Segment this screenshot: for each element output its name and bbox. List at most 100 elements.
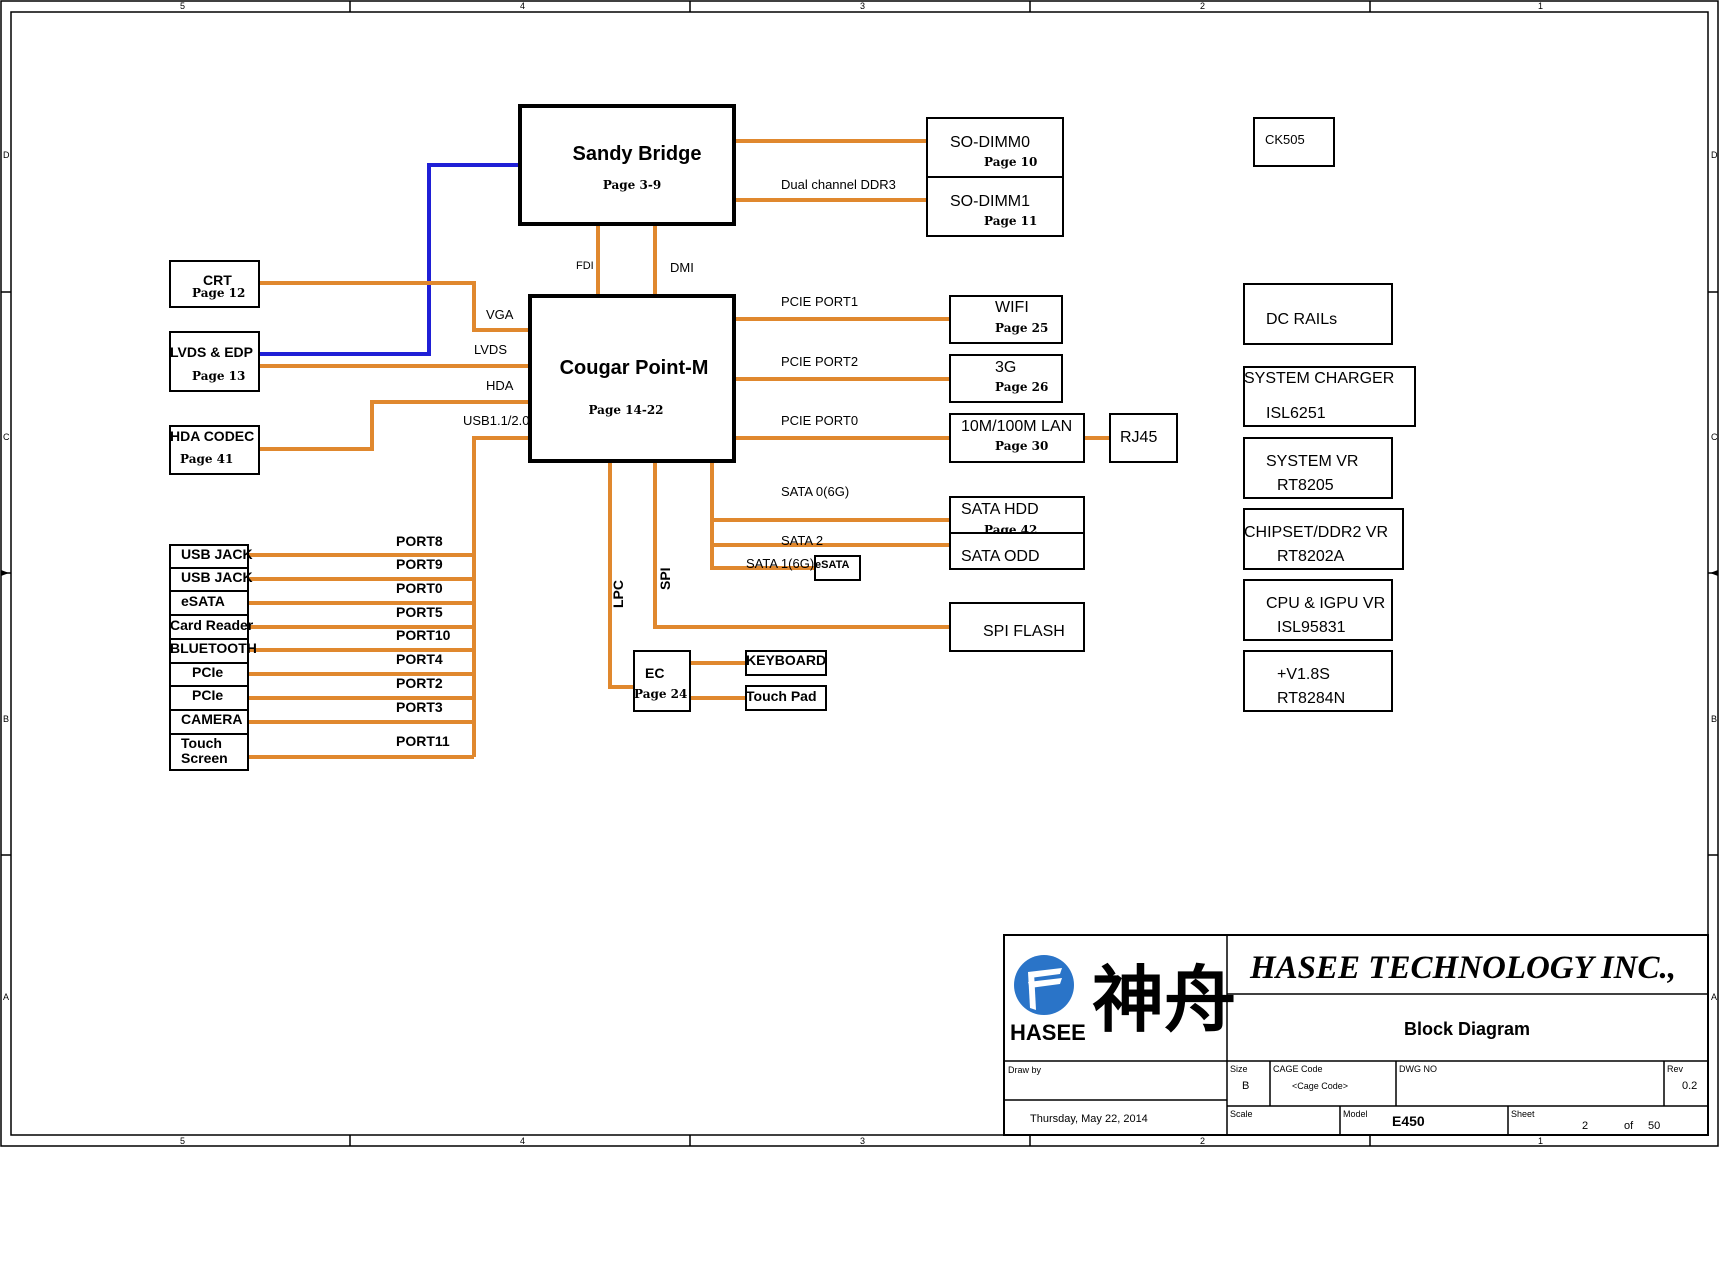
sata-hdd-name: SATA HDD <box>961 501 1039 518</box>
crt-page: Page 12 <box>192 286 245 300</box>
pcie-port1-label: PCIE PORT1 <box>781 294 858 309</box>
sheet-number: 2 <box>1582 1120 1588 1132</box>
size-label: Size <box>1230 1064 1248 1074</box>
row-marker-left: B <box>3 714 9 724</box>
row-marker-right: D <box>1711 150 1718 160</box>
ddr-label: Dual channel DDR3 <box>781 177 896 192</box>
row-marker-right: B <box>1711 714 1717 724</box>
wifi-page: Page 25 <box>995 321 1048 335</box>
sheet-total: 50 <box>1648 1120 1660 1132</box>
col-marker-bottom: 3 <box>860 1136 865 1146</box>
rj45-name: RJ45 <box>1120 429 1157 446</box>
ec-page: Page 24 <box>634 687 687 701</box>
usb-device-label: USB JACK <box>181 569 253 585</box>
row-marker-left: D <box>3 150 10 160</box>
3g-name: 3G <box>995 359 1016 376</box>
cpu-page: Page 3-9 <box>603 178 661 192</box>
sata0-label: SATA 0(6G) <box>781 484 849 499</box>
touchpad-name: Touch Pad <box>746 688 817 704</box>
spi-flash-name: SPI FLASH <box>983 623 1065 640</box>
cpu-name: Sandy Bridge <box>573 143 702 165</box>
usb-device-label: BLUETOOTH <box>170 640 257 656</box>
pcie-port2-label: PCIE PORT2 <box>781 354 858 369</box>
usb-label: USB1.1/2.0 <box>463 413 530 428</box>
hasee-logo: HASEE 神舟 <box>1010 955 1236 1045</box>
usb-device-label: CAMERA <box>181 711 242 727</box>
lvds-edp-name: LVDS & EDP <box>170 344 253 360</box>
crt-block: CRT Page 12 <box>169 260 260 308</box>
col-marker-bottom: 4 <box>520 1136 525 1146</box>
system-vr-block: SYSTEM VR RT8205 <box>1243 437 1393 499</box>
scale-label: Scale <box>1230 1109 1253 1119</box>
draw-by-label: Draw by <box>1008 1065 1042 1075</box>
col-marker-bottom: 2 <box>1200 1136 1205 1146</box>
usb-port-label: PORT4 <box>396 651 443 667</box>
3g-page: Page 26 <box>995 380 1048 394</box>
so-dimm1-page: Page 11 <box>984 214 1037 228</box>
usb-port-label: PORT8 <box>396 533 443 549</box>
usb-port-label: PORT2 <box>396 675 443 691</box>
fdi-label: FDI <box>576 260 594 272</box>
chipset-vr-title: CHIPSET/DDR2 VR <box>1244 524 1388 541</box>
so-dimm0-block: SO-DIMM0 Page 10 <box>926 117 1064 178</box>
lpc-label: LPC <box>610 580 626 608</box>
esata-name: eSATA <box>815 559 849 571</box>
col-marker-top: 3 <box>860 1 865 11</box>
usb-device-label: Screen <box>181 750 228 766</box>
wifi-name: WIFI <box>995 299 1029 316</box>
sheet-of: of <box>1624 1120 1634 1132</box>
lan-name: 10M/100M LAN <box>961 418 1072 435</box>
date-value: Thursday, May 22, 2014 <box>1030 1113 1148 1125</box>
sheet-title: Block Diagram <box>1404 1019 1530 1039</box>
rev-label: Rev <box>1667 1064 1684 1074</box>
rev-value: 0.2 <box>1682 1080 1697 1092</box>
usb-port-label: PORT11 <box>396 733 450 749</box>
lan-page: Page 30 <box>995 439 1048 453</box>
sata-odd-name: SATA ODD <box>961 548 1040 565</box>
crt-name: CRT <box>203 272 232 288</box>
sata2-label: SATA 2 <box>781 533 823 548</box>
ec-block: EC Page 24 <box>633 650 691 712</box>
vga-label: VGA <box>486 307 514 322</box>
pch-name: Cougar Point-M <box>560 357 709 379</box>
col-marker-bottom: 5 <box>180 1136 185 1146</box>
sheet-label: Sheet <box>1511 1109 1535 1119</box>
row-marker-right: A <box>1711 992 1717 1002</box>
3g-block: 3G Page 26 <box>949 354 1063 403</box>
spi-flash-block: SPI FLASH <box>949 602 1085 652</box>
model-value: E450 <box>1392 1113 1425 1129</box>
cpu-vr-part: ISL95831 <box>1277 619 1346 636</box>
usb-device-label: PCIe <box>192 687 223 703</box>
dwg-label: DWG NO <box>1399 1064 1437 1074</box>
company-name: HASEE TECHNOLOGY INC., <box>1249 950 1676 986</box>
chipset-vr-block: CHIPSET/DDR2 VR RT8202A <box>1243 508 1404 570</box>
system-charger-title: SYSTEM CHARGER <box>1244 370 1394 387</box>
pch-page: Page 14-22 <box>588 403 663 417</box>
pcie-port0-label: PCIE PORT0 <box>781 413 858 428</box>
logo-text: HASEE <box>1010 1020 1086 1045</box>
col-marker-top: 1 <box>1538 1 1543 11</box>
system-charger-block: SYSTEM CHARGER ISL6251 <box>1243 366 1416 427</box>
ck505-block: CK505 <box>1253 117 1335 167</box>
wifi-block: WIFI Page 25 <box>949 295 1063 344</box>
connections <box>248 139 1110 759</box>
sata-odd-block: SATA ODD <box>949 532 1085 570</box>
usb-device-label: Touch <box>181 735 222 751</box>
cage-label: CAGE Code <box>1273 1064 1323 1074</box>
ec-name: EC <box>645 665 664 681</box>
usb-device-label: PCIe <box>192 664 223 680</box>
rj45-block: RJ45 <box>1109 413 1178 463</box>
lvds-edp-page: Page 13 <box>192 369 245 383</box>
pch-block: Cougar Point-M Page 14-22 <box>528 294 736 463</box>
title-block: HASEE 神舟 HASEE TECHNOLOGY INC., Block Di… <box>1003 934 1709 1136</box>
usb-device-label: Card Reader <box>170 617 254 633</box>
system-vr-part: RT8205 <box>1277 477 1334 494</box>
cpu-block: Sandy Bridge Page 3-9 <box>518 104 736 226</box>
system-charger-part: ISL6251 <box>1266 405 1326 422</box>
col-marker-top: 4 <box>520 1 525 11</box>
usb-port-label: PORT9 <box>396 556 443 572</box>
col-marker-top: 5 <box>180 1 185 11</box>
hda-label: HDA <box>486 378 514 393</box>
row-marker-left: A <box>3 992 9 1002</box>
